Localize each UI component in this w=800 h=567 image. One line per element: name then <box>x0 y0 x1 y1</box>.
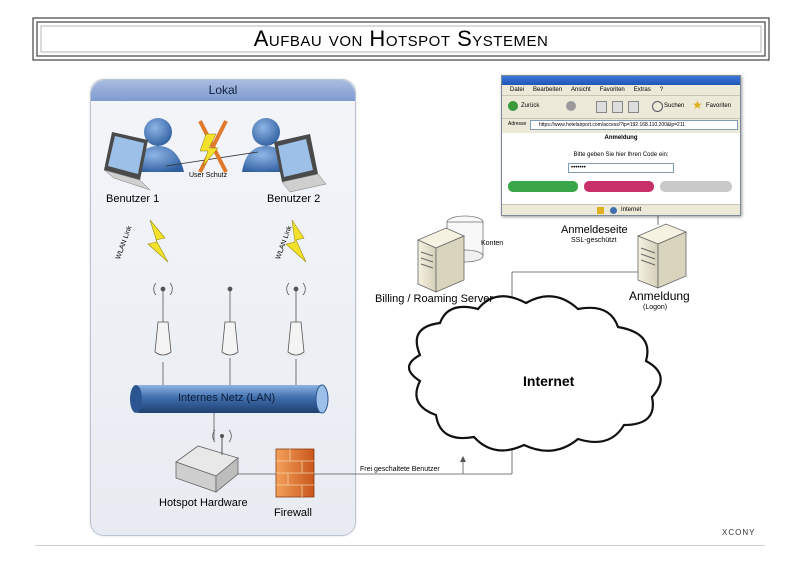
firewall-icon <box>275 448 315 498</box>
menu-bearbeiten[interactable]: Bearbeiten <box>533 87 563 93</box>
logon-server-icon <box>636 223 688 289</box>
footer-divider <box>35 545 765 546</box>
red-button[interactable] <box>584 181 654 192</box>
menu-extras[interactable]: Extras <box>633 87 651 93</box>
logon-server-label: Anmeldung <box>629 289 690 303</box>
internet-zone-icon <box>610 207 617 214</box>
lan-pipe <box>130 384 329 414</box>
firewall-label: Firewall <box>274 507 312 519</box>
back-icon[interactable] <box>508 101 518 111</box>
local-panel-header: Lokal <box>91 80 355 101</box>
lightning2-icon <box>285 219 307 263</box>
title-frame: Aufbau von Hotspot Systemen <box>32 17 770 61</box>
access-point-3-icon <box>286 282 306 356</box>
address-input[interactable]: https://www.hotelairport.com/access/?ip=… <box>530 120 738 130</box>
lock-icon <box>597 207 604 214</box>
browser-title-bar <box>502 76 740 85</box>
lan-label: Internes Netz (LAN) <box>178 392 276 404</box>
browser-address-bar: Adresse https://www.hotelairport.com/acc… <box>502 119 740 130</box>
brand-logo: XCONY <box>722 528 756 537</box>
internet-label: Internet <box>523 373 575 389</box>
stop-icon[interactable] <box>596 101 607 113</box>
status-zone-text: Internet <box>621 207 642 213</box>
browser-menu-bar: Datei Bearbeiten Ansicht Favoriten Extras? <box>502 85 740 95</box>
access-point-1-icon <box>153 282 173 356</box>
login-title: Anmeldung <box>604 135 638 141</box>
home-icon[interactable] <box>628 101 639 113</box>
back-button[interactable]: Zurück <box>521 103 540 109</box>
released-users-label: Frei geschaltete Benutzer <box>360 466 440 473</box>
login-page-label: Anmeldeseite <box>561 224 628 236</box>
page-title: Aufbau von Hotspot Systemen <box>253 26 549 51</box>
billing-server-icon <box>417 215 484 293</box>
browser-toolbar: Zurück Suchen ★ Favoriten <box>502 95 740 119</box>
user2-icon <box>242 118 327 193</box>
browser-page: Anmeldung Bitte geben Sie hier Ihren Cod… <box>502 133 740 204</box>
title-border <box>32 17 770 61</box>
user-protection-icon <box>165 120 259 173</box>
lightning1-icon <box>147 219 169 263</box>
user-protection-label: User Schutz <box>189 172 228 179</box>
green-button[interactable] <box>508 181 578 192</box>
browser-status-bar: Internet <box>502 204 740 215</box>
favorites-button[interactable]: Favoriten <box>706 103 732 109</box>
ssl-protected-label: SSL-geschützt <box>571 237 617 244</box>
favorites-icon[interactable]: ★ <box>692 98 703 112</box>
internet-cloud-icon <box>407 295 662 452</box>
address-label: Adresse <box>508 121 527 127</box>
user1-icon <box>103 118 184 191</box>
arrow-up-icon <box>460 456 466 462</box>
grey-button[interactable] <box>660 181 732 192</box>
access-point-2-icon <box>221 286 239 356</box>
user2-label: Benutzer 2 <box>267 193 321 205</box>
accounts-label: Konten <box>481 240 504 247</box>
forward-icon[interactable] <box>566 101 576 111</box>
code-input[interactable]: ••••••• <box>568 163 674 173</box>
menu-favoriten[interactable]: Favoriten <box>599 87 625 93</box>
search-button[interactable]: Suchen <box>664 103 685 109</box>
logon-sub-label: (Logon) <box>643 304 668 311</box>
search-icon[interactable] <box>652 101 663 112</box>
refresh-icon[interactable] <box>612 101 623 113</box>
code-prompt: Bitte geben Sie hier Ihren Code ein: <box>573 152 669 158</box>
menu-datei[interactable]: Datei <box>510 87 525 93</box>
hotspot-hardware-icon <box>175 429 239 493</box>
hotspot-hardware-label: Hotspot Hardware <box>159 497 248 509</box>
user1-label: Benutzer 1 <box>106 193 160 205</box>
billing-server-label: Billing / Roaming Server <box>375 293 493 305</box>
menu-ansicht[interactable]: Ansicht <box>571 87 591 93</box>
menu-help[interactable]: ? <box>659 87 664 93</box>
